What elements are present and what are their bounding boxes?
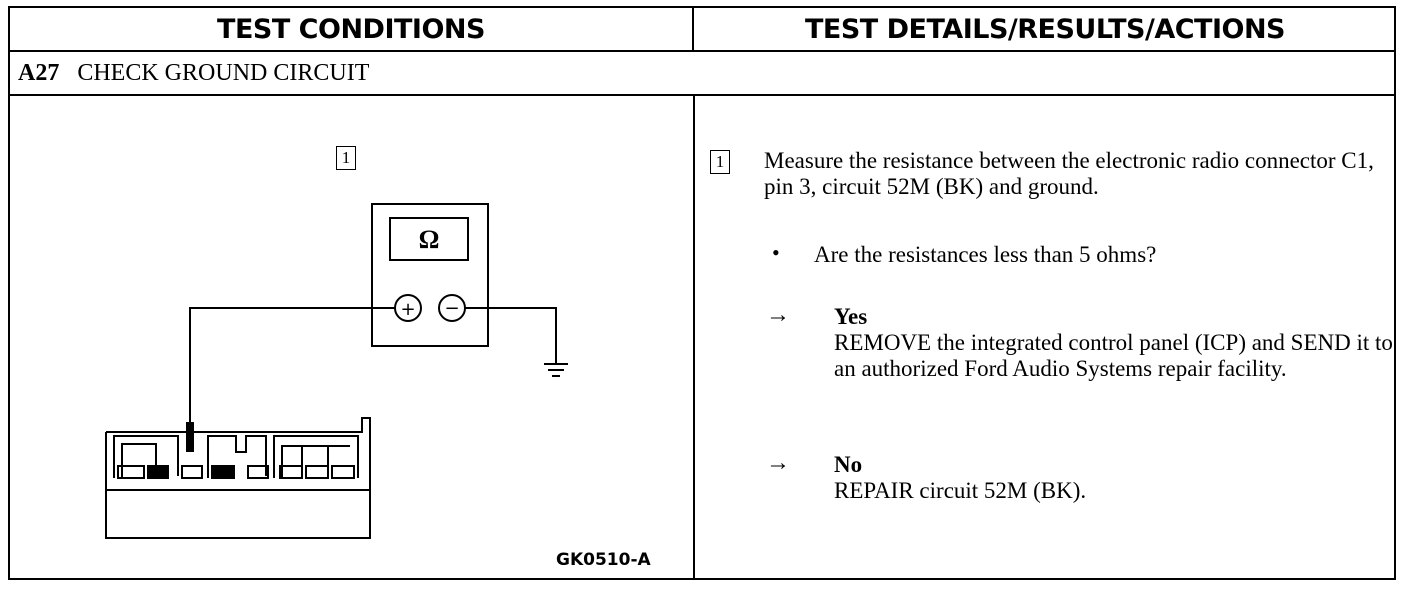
meter-display — [389, 217, 469, 261]
no-arrow-icon: → — [766, 450, 790, 476]
no-label: No — [834, 452, 863, 477]
yes-action-text: REMOVE the integrated control panel (ICP… — [834, 330, 1393, 381]
question-text: Are the resistances less than 5 ohms? — [814, 242, 1157, 267]
ohm-symbol: Ω — [419, 225, 440, 254]
details-step-box: 1 — [710, 150, 730, 174]
yes-arrow-icon: → — [766, 302, 790, 328]
test-conditions-figure: 1 Ω + − — [10, 96, 694, 580]
connector-c1-icon — [105, 417, 371, 539]
test-conditions-header: TEST CONDITIONS — [10, 8, 694, 50]
figure-step-box: 1 — [336, 146, 356, 170]
ohmmeter-icon — [371, 203, 489, 347]
yes-label: Yes — [834, 304, 868, 329]
section-title: CHECK GROUND CIRCUIT — [77, 59, 370, 86]
test-table: TEST CONDITIONS TEST DETAILS/RESULTS/ACT… — [8, 6, 1396, 580]
ground-icon — [544, 363, 568, 377]
positive-symbol: + — [400, 299, 415, 320]
test-details-header: TEST DETAILS/RESULTS/ACTIONS — [805, 13, 1286, 45]
connector-pins — [113, 435, 359, 479]
no-action-text: REPAIR circuit 52M (BK). — [834, 478, 1087, 503]
probe-tip — [186, 422, 194, 452]
positive-lead — [189, 307, 395, 436]
column-divider — [693, 96, 695, 580]
section-id: A27 — [18, 59, 60, 86]
figure-code: GK0510-A — [556, 550, 651, 570]
question-bullet: • — [772, 240, 780, 265]
negative-lead — [465, 307, 557, 364]
negative-symbol: − — [444, 298, 459, 319]
section-row: A27 CHECK GROUND CIRCUIT — [10, 50, 1394, 96]
measure-instruction: Measure the resistance between the elect… — [764, 148, 1374, 199]
ohmmeter-connector-diagram: Ω + − — [105, 203, 568, 539]
test-details-panel: 1 Measure the resistance between the ele… — [696, 96, 1394, 580]
